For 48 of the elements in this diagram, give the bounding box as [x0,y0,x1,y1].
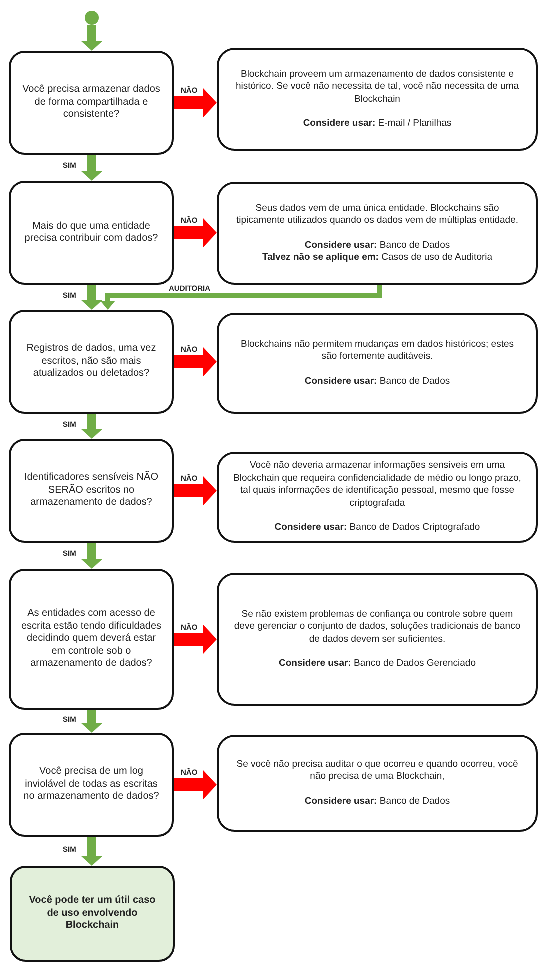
arrow [174,770,217,800]
node-text: Considere usar: Banco de Dados Criptografado [274,522,480,535]
arrow [81,285,103,310]
arrow [174,476,217,506]
question-box [9,181,174,285]
node-text: Considere usar: Banco de Dados [304,376,450,388]
answer-box [217,573,538,706]
node-text: Blockchain proveem um armazenamento de dados consistente e histórico. Se você não necessita de tal, você não necessita de uma Blockchain [234,68,520,106]
question-box [9,733,174,837]
arrow [174,624,217,654]
arrow [81,155,103,181]
node-text: Você não deveria armazenar informações sensíveis em uma Blockchain que requeira confidencialidade de médio ou longo prazo, tal quais informações de identificação pessoal, mesmo que fosse criptografada [233,460,522,510]
arrow [174,218,217,248]
question-box [9,569,174,710]
node-text: Se você não precisa auditar o que ocorreu e quando ocorreu, você não precisa de uma Blockchain, [236,758,520,784]
arrow [81,710,103,733]
answer-box [217,452,538,543]
node-text: Considere usar: Banco de Dados Gerenciado [279,658,476,670]
node-text: Identificadores sensíveis NÃO SERÃO escritos no armazenamento de dados? [24,472,160,510]
arrow [81,414,103,439]
answer-box [217,735,538,832]
arrow [100,285,382,310]
arrow [174,88,217,118]
node-text: Considere usar: Banco de Dados [304,796,450,808]
answer-box [217,48,538,151]
answer-box [217,182,538,285]
question-box [9,51,174,155]
node-text: Blockchains não permitem mudanças em dados históricos; estes são fortemente auditáveis. [240,338,515,364]
arrow [174,347,217,377]
node-text: Mais do que uma entidade precisa contribuir com dados? [24,220,160,246]
node-text: Considere usar: E-mail / Planilhas [303,118,452,130]
node-text: Você pode ter um útil caso de uso envolvendo Blockchain [28,895,157,933]
start-circle [85,11,99,25]
node-text: Registros de dados, uma vez escritos, não são mais atualizados ou deletados? [26,343,158,381]
arrow [81,25,103,51]
node-text: Você precisa de um log inviolável de todas as escritas no armazenamento de dados? [22,766,160,804]
node-text: Seus dados vem de uma única entidade. Blockchains são tipicamente utilizados quando os dados vem de múltiplas entidade. [235,202,520,228]
question-box [9,310,174,414]
answer-box [217,313,538,414]
node-text: Talvez não se aplique em: Casos de uso de Auditoria [262,252,493,264]
node-text: As entidades com acesso de escrita estão tendo dificuldades decidindo quem deverá estar em controle sob o armazenamento de dados? [21,608,162,671]
arrow [81,543,103,569]
result-box [10,866,175,962]
node-text: Se não existem problemas de confiança ou controle sobre quem deve gerenciar o conjunto de dados, soluções tradicionais de banco de dados devem ser suficientes. [233,608,522,646]
arrow [81,837,103,866]
question-box [9,439,174,543]
node-text: Você precisa armazenar dados de forma compartilhada e consistente? [22,84,162,122]
node-text: Considere usar: Banco de Dados [304,240,450,252]
